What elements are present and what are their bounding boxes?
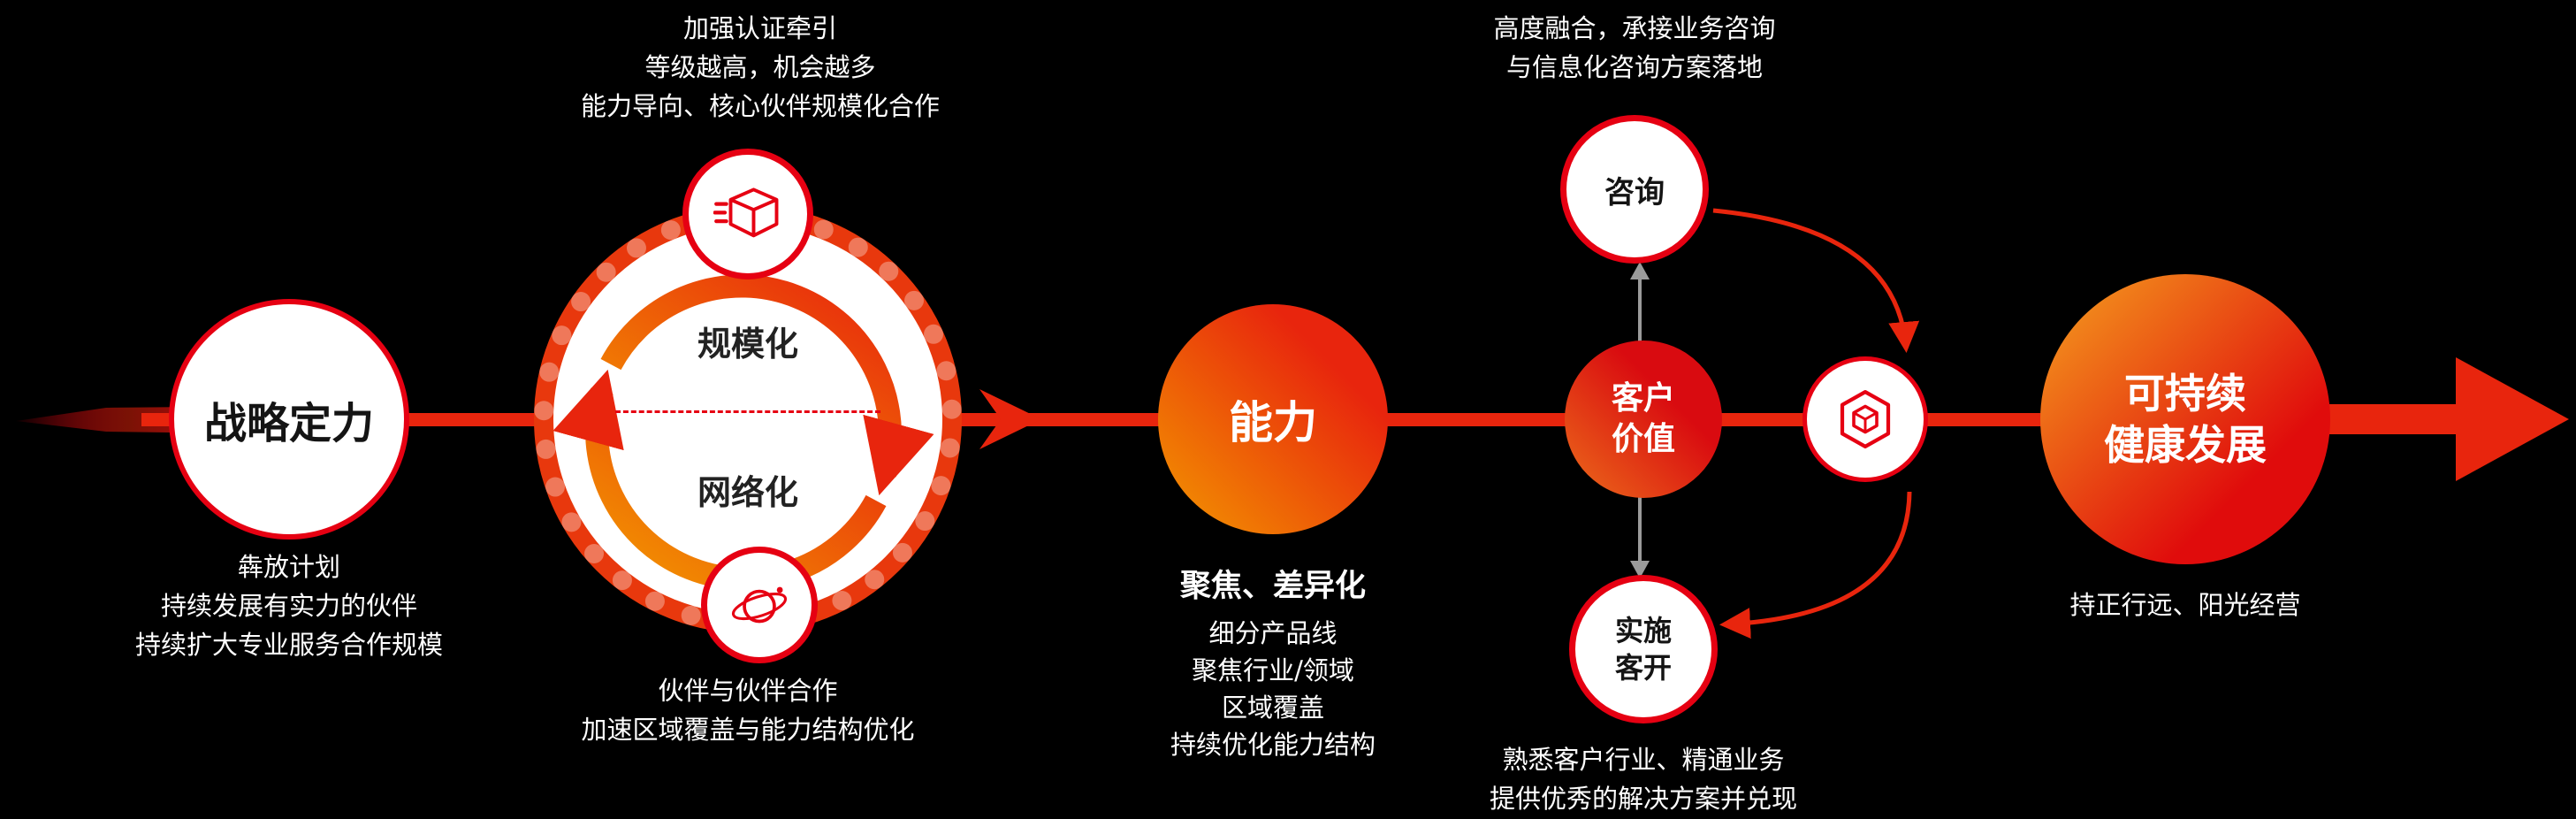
node-strategy: 战略定力: [169, 299, 409, 540]
certification-box-icon: [713, 188, 779, 238]
note-line: 与信息化咨询方案落地: [1505, 52, 1764, 82]
cycle-arrow-top: [1712, 208, 1920, 353]
consulting-top-notes: 高度融合，承接业务咨询 与信息化咨询方案落地: [1493, 9, 1775, 87]
consulting-label: 咨询: [1604, 174, 1665, 210]
certification-badge-circle: [682, 149, 813, 279]
node-customer-value: 客户 价值: [1565, 341, 1722, 498]
note-line: 等级越高，机会越多: [644, 52, 876, 82]
note-line: 持续优化能力结构: [1170, 730, 1376, 760]
implementation-bottom-notes: 熟悉客户行业、精通业务 提供优秀的解决方案并兑现: [1490, 740, 1797, 818]
platform-hub-circle: [1802, 356, 1928, 482]
note-line: 加速区域覆盖与能力结构优化: [581, 715, 915, 745]
note-line: 持正行远、阳光经营: [2069, 590, 2301, 620]
implementation-label-line1: 实施: [1614, 614, 1672, 647]
note-line: 聚焦行业/领域: [1192, 655, 1354, 685]
node-capability: 能力: [1158, 304, 1388, 534]
note-line: 熟悉客户行业、精通业务: [1502, 745, 1785, 775]
scale-network-top-notes: 加强认证牵引 等级越高，机会越多 能力导向、核心伙伴规模化合作: [581, 9, 940, 126]
planet-network-icon: [731, 586, 788, 624]
capability-label: 能力: [1229, 397, 1317, 448]
capability-heading: 聚焦、差异化: [1179, 569, 1367, 604]
dashed-divider: [615, 410, 880, 413]
note-line: 区域覆盖: [1221, 693, 1325, 723]
network-label: 网络化: [697, 473, 799, 512]
scale-network-bottom-notes: 伙伴与伙伴合作 加速区域覆盖与能力结构优化: [581, 671, 914, 749]
note-line: 高度融合，承接业务咨询: [1493, 13, 1776, 43]
down-arrowhead-icon: [1630, 561, 1650, 578]
note-line: 提供优秀的解决方案并兑现: [1489, 784, 1798, 814]
implementation-label-line2: 客开: [1614, 651, 1672, 685]
node-sustainable: 可持续 健康发展: [2040, 274, 2330, 564]
note-line: 持续发展有实力的伙伴: [160, 591, 418, 621]
capability-notes: 细分产品线 聚焦行业/领域 区域覆盖 持续优化能力结构: [1170, 615, 1376, 763]
strategy-label: 战略定力: [203, 399, 374, 448]
node-consulting: 咨询: [1560, 115, 1709, 264]
mid-arrowhead-icon: [979, 389, 1041, 449]
customer-value-label-line2: 价值: [1611, 421, 1675, 457]
circular-arrows-icon: [553, 274, 934, 591]
note-line: 加强认证牵引: [682, 13, 838, 43]
sustainable-label-line1: 可持续: [2124, 370, 2246, 417]
up-arrowhead-icon: [1630, 262, 1650, 279]
strategy-notes: 犇放计划 持续发展有实力的伙伴 持续扩大专业服务合作规模: [135, 547, 443, 664]
hexagon-platform-icon: [1840, 390, 1891, 448]
note-line: 伙伴与伙伴合作: [658, 676, 838, 706]
planet-badge-circle: [701, 547, 818, 663]
scale-label: 规模化: [697, 325, 799, 364]
customer-value-label-line1: 客户: [1611, 380, 1675, 417]
sustainable-label-line2: 健康发展: [2104, 421, 2267, 469]
end-arrow-head-icon: [2456, 357, 2569, 481]
note-line: 能力导向、核心伙伴规模化合作: [580, 91, 941, 121]
end-arrow-shaft: [2325, 404, 2463, 434]
node-implementation: 实施 客开: [1569, 575, 1718, 723]
note-line: 犇放计划: [237, 552, 341, 582]
sustainable-notes: 持正行远、阳光经营: [2069, 586, 2300, 624]
note-line: 细分产品线: [1208, 618, 1338, 648]
note-line: 持续扩大专业服务合作规模: [134, 630, 444, 660]
cycle-arrow-bottom: [1719, 491, 1912, 639]
